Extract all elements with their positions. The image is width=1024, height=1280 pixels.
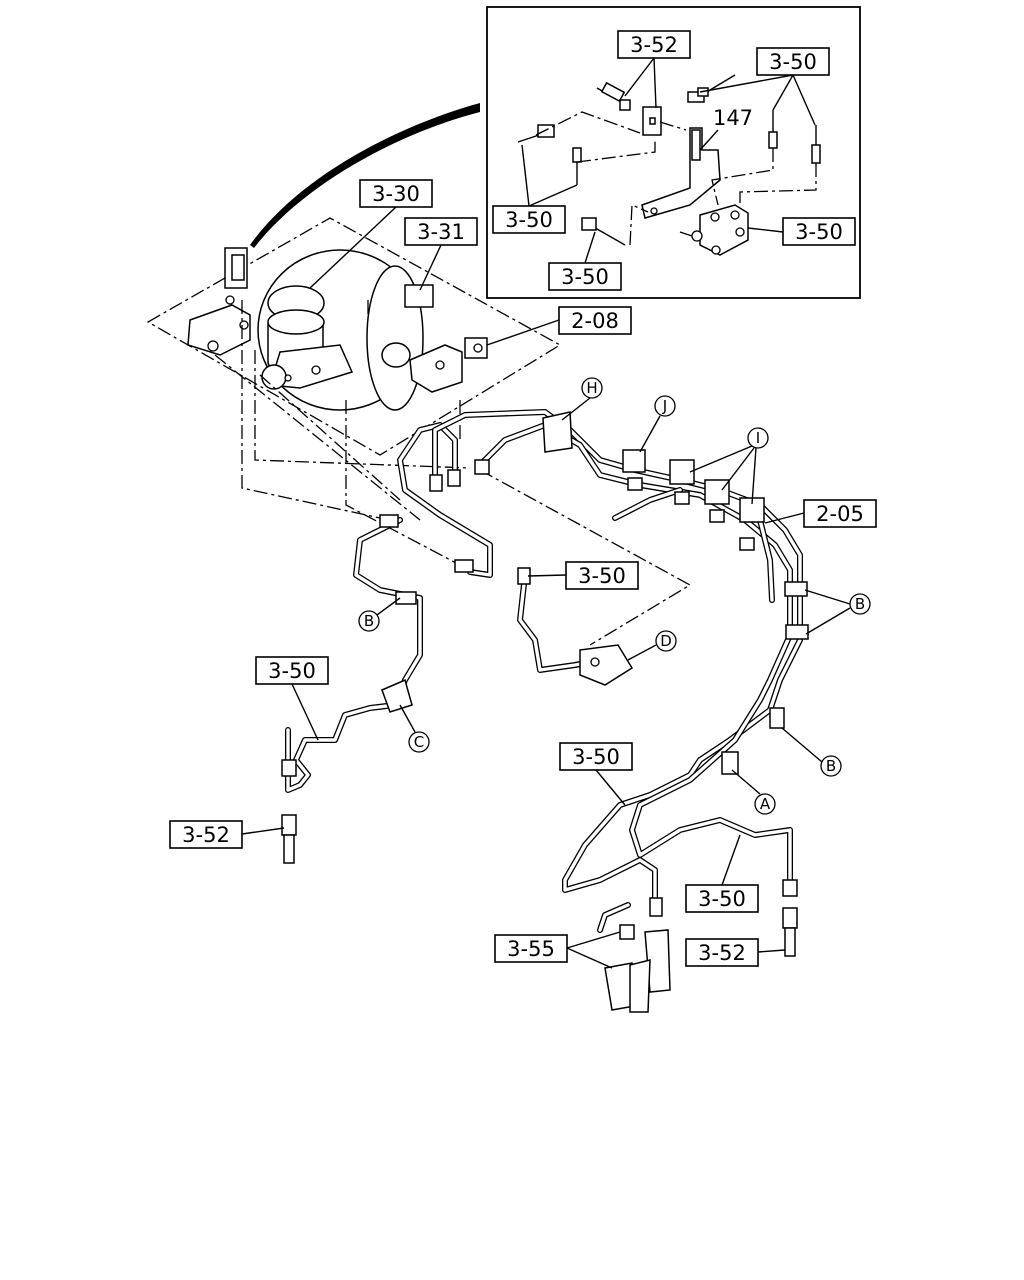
brake-pipes: [285, 409, 803, 933]
svg-text:3-30: 3-30: [372, 182, 420, 206]
svg-text:3-52: 3-52: [630, 33, 678, 57]
svg-text:3-50: 3-50: [795, 220, 843, 244]
label-2-05: 2-05: [803, 499, 877, 528]
svg-text:2-05: 2-05: [816, 502, 864, 526]
callout-B1: B: [804, 589, 871, 635]
label-3-50-lower: 3-50: [559, 742, 633, 771]
booster-assembly: [146, 217, 562, 456]
svg-text:B: B: [364, 612, 374, 630]
label-147: 147: [713, 106, 753, 130]
svg-text:D: D: [660, 632, 672, 650]
callout-D: D: [627, 630, 677, 661]
label-3-52-detail: 3-52: [617, 30, 691, 59]
label-3-31: 3-31: [404, 217, 478, 246]
main-labels: 3-30 3-31 2-08 2-05 3-50 3-50: [169, 179, 877, 969]
main-leaders: [214, 300, 692, 646]
callout-B2: B: [358, 597, 401, 632]
label-3-50-detail-left: 3-50: [492, 205, 566, 234]
svg-text:A: A: [760, 795, 771, 813]
svg-text:3-55: 3-55: [507, 937, 555, 961]
callout-I: I: [689, 427, 769, 505]
pipe-end-part: [517, 124, 555, 143]
svg-text:3-50: 3-50: [698, 887, 746, 911]
svg-text:2-08: 2-08: [571, 309, 619, 333]
svg-text:3-52: 3-52: [698, 941, 746, 965]
svg-text:3-50: 3-50: [561, 265, 609, 289]
svg-text:3-50: 3-50: [268, 659, 316, 683]
svg-text:B: B: [826, 757, 836, 775]
svg-text:3-52: 3-52: [182, 823, 230, 847]
callout-C: C: [399, 704, 430, 753]
label-3-52-left: 3-52: [169, 820, 243, 849]
svg-text:B: B: [855, 595, 865, 613]
svg-text:3-50: 3-50: [769, 50, 817, 74]
callout-B3: B: [781, 727, 842, 777]
label-3-55: 3-55: [494, 934, 568, 963]
svg-text:3-50: 3-50: [578, 564, 626, 588]
svg-text:J: J: [662, 397, 667, 415]
label-3-50-detail-bottom: 3-50: [548, 262, 622, 291]
label-3-30: 3-30: [359, 179, 433, 208]
label-2-08: 2-08: [558, 306, 632, 335]
callout-J: J: [639, 395, 676, 453]
svg-text:3-50: 3-50: [505, 208, 553, 232]
callout-H: H: [561, 377, 603, 421]
clips-fittings: [281, 411, 809, 1013]
svg-text:H: H: [586, 379, 597, 397]
label-3-50-center: 3-50: [565, 561, 639, 590]
callouts: H J I B D B: [358, 377, 871, 815]
proportioning-valve-part: [691, 204, 749, 256]
detail-parts: [517, 74, 821, 256]
svg-text:147: 147: [713, 106, 753, 130]
callout-A: A: [731, 769, 776, 815]
label-3-52-right: 3-52: [685, 938, 759, 967]
label-3-50-detail-right: 3-50: [782, 217, 856, 246]
svg-text:3-31: 3-31: [417, 220, 465, 244]
label-3-50-detail-top: 3-50: [756, 47, 830, 76]
label-3-50-right: 3-50: [685, 884, 759, 913]
label-3-50-left: 3-50: [255, 656, 329, 685]
bolt-part: [596, 81, 631, 111]
detail-labels: 3-52 3-50 147 3-50 3-50 3-50: [492, 30, 856, 291]
svg-text:C: C: [414, 733, 424, 751]
svg-text:3-50: 3-50: [572, 745, 620, 769]
svg-text:I: I: [756, 429, 760, 447]
